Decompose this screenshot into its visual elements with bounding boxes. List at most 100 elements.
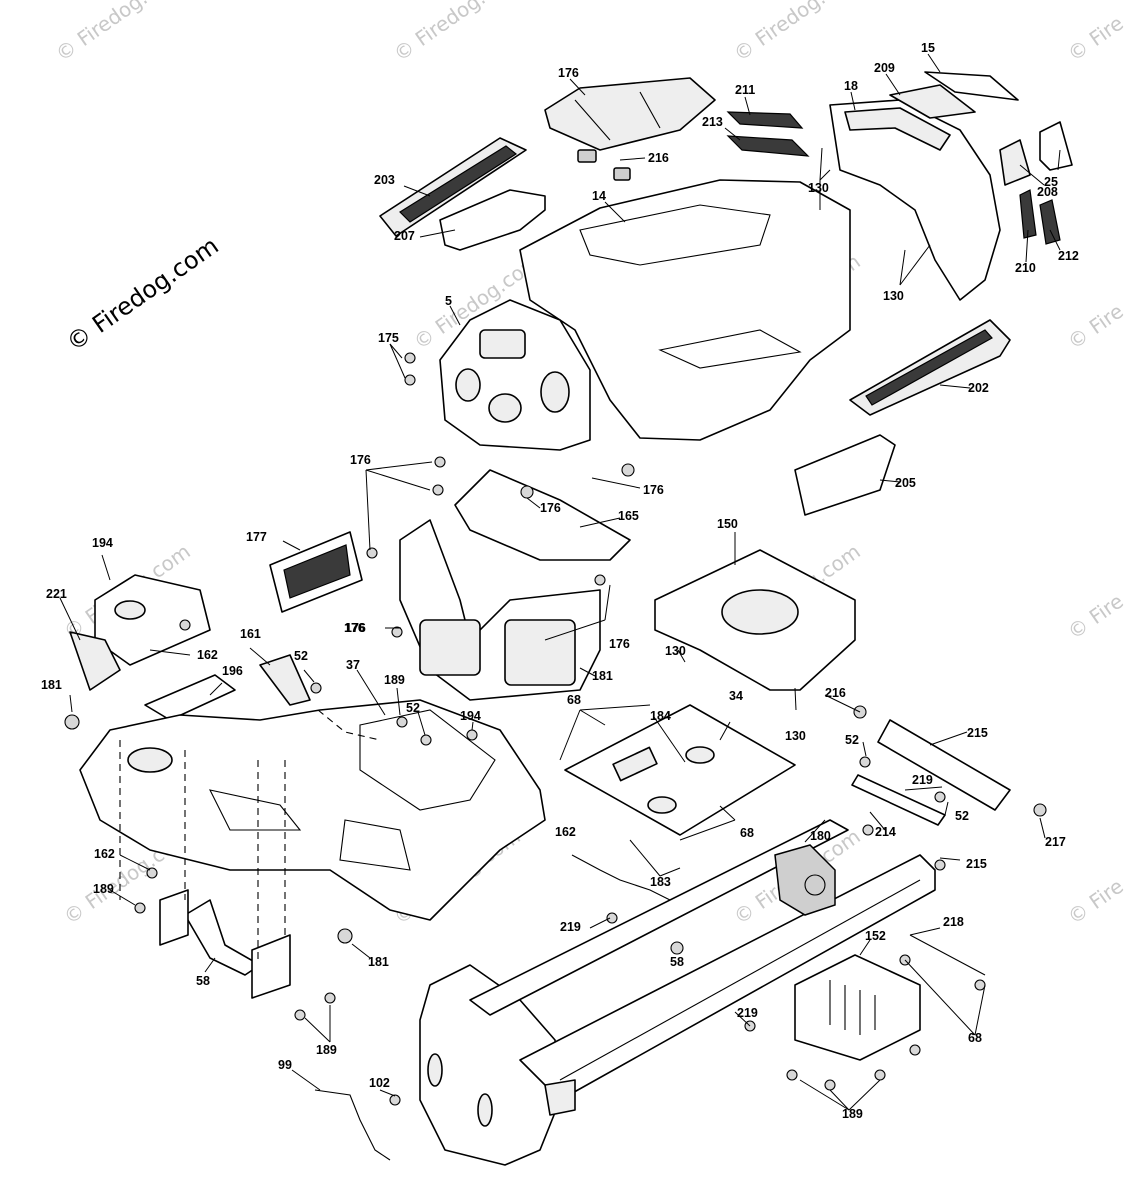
callout-label: 58: [670, 955, 684, 969]
part-204: [544, 77, 716, 151]
part-99: [314, 1089, 391, 1161]
callout-label: 202: [968, 381, 989, 395]
part-218: [851, 774, 946, 826]
callout-label: 219: [912, 773, 933, 787]
callout-label: 68: [567, 693, 581, 707]
callout-label: 221: [46, 587, 67, 601]
part-15: [924, 71, 1019, 101]
callout-label: 177: [246, 530, 267, 544]
watermark-side: © Fire: [1063, 874, 1128, 929]
part-211: [1039, 199, 1061, 245]
part-206: [439, 189, 546, 251]
callout-label: 181: [41, 678, 62, 692]
callout-label: 5: [445, 294, 452, 308]
part-37: [79, 699, 546, 921]
callout-label: 130: [883, 289, 904, 303]
watermark-main: © Firedog.com: [61, 232, 223, 357]
watermark-side: © Fire: [1063, 11, 1128, 66]
callout-label: 176: [350, 453, 371, 467]
callout-label: 189: [842, 1107, 863, 1121]
frame-assembly: [314, 819, 986, 1166]
callout-label: 181: [368, 955, 389, 969]
callout-label: 194: [92, 536, 113, 550]
watermark-tile: © Firedog.com: [729, 0, 865, 66]
callout-label: 58: [196, 974, 210, 988]
callout-label: 184: [650, 709, 671, 723]
callout-label: 18: [844, 79, 858, 93]
part-208: [889, 84, 976, 119]
watermark-side: © Fire: [1063, 299, 1128, 354]
part-212: [726, 135, 810, 157]
part-18: [829, 99, 1001, 301]
callout-label: 183: [650, 875, 671, 889]
part-214: [613, 167, 631, 181]
part-214: [577, 149, 597, 163]
callout-label: 34: [729, 689, 743, 703]
fender-assembly: [64, 574, 546, 1021]
callout-label: 25: [1044, 175, 1058, 189]
callout-label: 176: [540, 501, 561, 515]
dash-assembly: [269, 299, 635, 701]
callout-label: 181: [592, 669, 613, 683]
callout-label: 52: [955, 809, 969, 823]
callout-label: 176: [609, 637, 630, 651]
pan-assembly: [564, 549, 1047, 836]
transmission-bracket: [774, 844, 836, 916]
callout-label: 152: [865, 929, 886, 943]
callout-label: 205: [895, 476, 916, 490]
part-217: [909, 934, 986, 976]
callout-label: 162: [197, 648, 218, 662]
callout-label: 176: [344, 621, 365, 635]
part-196: [94, 574, 211, 666]
leader-lines: [59, 53, 1061, 1111]
callout-label: 208: [1037, 185, 1058, 199]
callout-label: 194: [460, 709, 481, 723]
callout-label: 14: [592, 189, 606, 203]
callout-label: 68: [968, 1031, 982, 1045]
callout-label: 150: [717, 517, 738, 531]
part-34: [564, 704, 796, 836]
part-210: [726, 111, 804, 129]
callout-label: 52: [294, 649, 308, 663]
callout-label: 52: [845, 733, 859, 747]
part-152: [794, 954, 921, 1061]
part-161: [259, 654, 311, 706]
callout-label: 216: [648, 151, 669, 165]
part-165: [571, 854, 671, 901]
callout-label: 102: [369, 1076, 390, 1090]
part-221: [69, 631, 121, 691]
hood-assembly: [379, 71, 1073, 516]
callout-label: 130: [785, 729, 806, 743]
callout-label: 214: [875, 825, 896, 839]
callout-label: 219: [560, 920, 581, 934]
callout-label: 213: [702, 115, 723, 129]
callout-label: 175: [378, 331, 399, 345]
callout-label: 207: [394, 229, 415, 243]
part-180: [469, 819, 849, 1016]
watermark-tile: © Firedog.com: [389, 0, 525, 66]
callout-label: 203: [374, 173, 395, 187]
callout-label: 180: [810, 829, 831, 843]
callout-label: 130: [808, 181, 829, 195]
callout-label: 15: [921, 41, 935, 55]
callout-label: 210: [1015, 261, 1036, 275]
callout-label: 216: [825, 686, 846, 700]
callout-label: 215: [966, 857, 987, 871]
callout-label: 215: [967, 726, 988, 740]
callout-label: 162: [555, 825, 576, 839]
part-25: [1039, 121, 1073, 171]
callout-label: 219: [737, 1006, 758, 1020]
callout-label: 130: [665, 644, 686, 658]
watermark-tile: © Firedog.com: [51, 0, 187, 66]
callout-label: 209: [874, 61, 895, 75]
callout-label: 68: [740, 826, 754, 840]
callout-labels: 176 14 15 209 18 211 213 216 25 208 210 …: [41, 41, 1079, 1121]
callout-label: 161: [240, 627, 261, 641]
part-14: [519, 179, 851, 441]
part-209: [1019, 189, 1037, 239]
callout-label: 176: [643, 483, 664, 497]
part-215: [877, 719, 1011, 811]
callout-label: 189: [316, 1043, 337, 1057]
part-58: [184, 899, 261, 976]
